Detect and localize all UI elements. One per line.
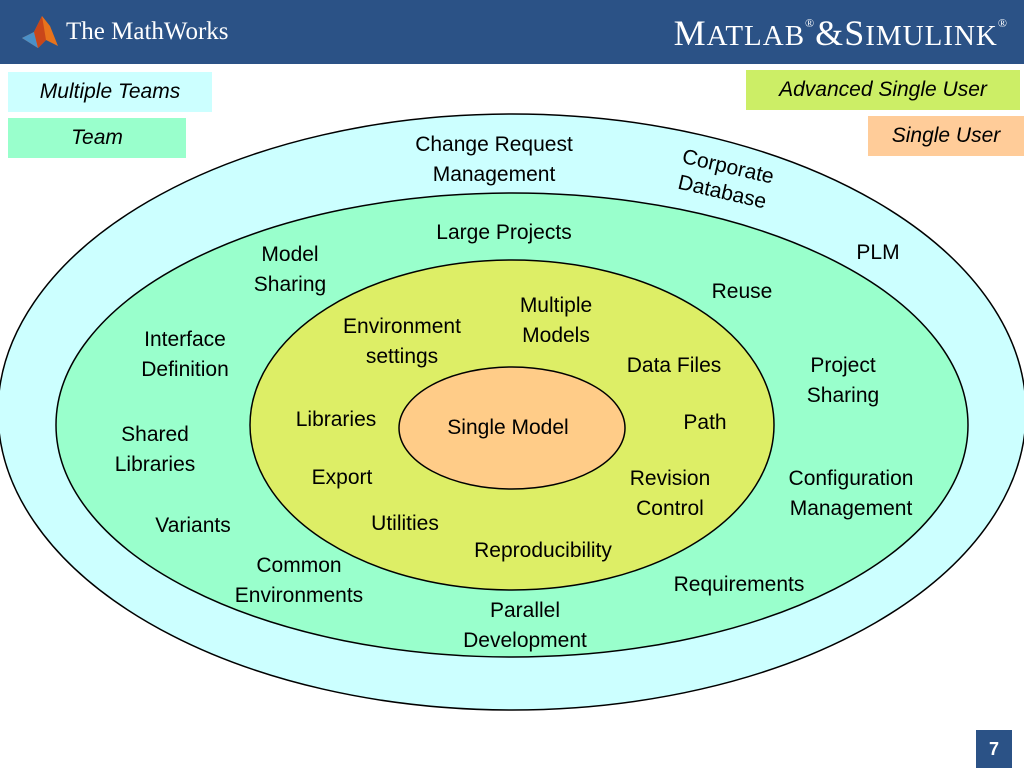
label-line: Definition: [141, 358, 229, 381]
legend-team: Team: [8, 118, 186, 158]
label-line: Change Request: [415, 133, 573, 156]
label-line: settings: [365, 345, 439, 368]
mathworks-logo: The MathWorks: [20, 10, 229, 54]
label-path: Path: [668, 408, 742, 438]
label-line: Environment: [343, 315, 461, 338]
label-line: Sharing: [806, 384, 880, 407]
label-line: Single Model: [447, 416, 569, 439]
registered-mark: ®: [997, 16, 1008, 30]
logo-text: IMULINK: [865, 20, 998, 52]
label-line: Environments: [234, 584, 364, 607]
label-line: Requirements: [673, 573, 805, 596]
label-model-sharing: Model Sharing: [230, 240, 350, 300]
label-line: Shared: [121, 423, 189, 446]
label-change-request-management: Change Request Management: [392, 130, 596, 190]
legend-label: Team: [71, 126, 123, 149]
header-bar: The MathWorks MATLAB®&SIMULINK®: [0, 0, 1024, 64]
label-line: Control: [636, 497, 704, 520]
label-line: Models: [522, 324, 590, 347]
label-parallel-development: Parallel Development: [440, 596, 610, 656]
label-shared-libraries: Shared Libraries: [95, 420, 215, 480]
label-project-sharing: Project Sharing: [778, 351, 908, 411]
label-multiple-models: Multiple Models: [496, 291, 616, 351]
label-line: Project: [810, 354, 876, 377]
legend-multiple-teams: Multiple Teams: [8, 72, 212, 112]
legend-single-user: Single User: [868, 116, 1024, 156]
label-line: Common: [256, 554, 342, 577]
label-line: Reuse: [711, 280, 773, 303]
label-line: Libraries: [295, 408, 377, 431]
label-line: Model: [261, 243, 319, 266]
label-single-model: Single Model: [418, 413, 598, 443]
label-line: Export: [311, 466, 373, 489]
legend-advanced-single-user: Advanced Single User: [746, 70, 1020, 110]
label-large-projects: Large Projects: [404, 218, 604, 248]
membrane-logo-icon: [22, 16, 58, 48]
label-line: Revision: [629, 467, 711, 490]
matlab-simulink-logo: MATLAB®&SIMULINK®: [674, 12, 1008, 54]
label-export: Export: [296, 463, 388, 493]
label-line: Management: [432, 163, 556, 186]
label-reuse: Reuse: [692, 277, 792, 307]
label-line: Parallel: [489, 599, 561, 622]
label-line: Utilities: [371, 512, 439, 535]
legend-label: Advanced Single User: [779, 78, 987, 101]
legend-label: Multiple Teams: [39, 80, 181, 103]
page-number: 7: [976, 730, 1012, 768]
label-line: Variants: [155, 514, 231, 537]
company-name: The MathWorks: [66, 18, 229, 45]
label-revision-control: Revision Control: [610, 464, 730, 524]
label-reproducibility: Reproducibility: [450, 536, 636, 566]
label-line: Libraries: [114, 453, 196, 476]
label-line: Interface: [144, 328, 226, 351]
logo-text: ATLAB: [706, 20, 806, 52]
label-line: Large Projects: [436, 221, 572, 244]
registered-mark: ®: [805, 16, 816, 30]
label-line: Path: [683, 411, 727, 434]
label-line: Sharing: [253, 273, 327, 296]
label-utilities: Utilities: [352, 509, 458, 539]
label-line: Development: [463, 629, 587, 652]
logo-ampersand: &: [815, 13, 845, 53]
page-number-text: 7: [988, 738, 999, 759]
label-interface-definition: Interface Definition: [120, 325, 250, 385]
label-libraries: Libraries: [280, 405, 392, 435]
label-requirements: Requirements: [652, 570, 826, 600]
ring-single-user: [398, 366, 626, 490]
label-line: Configuration: [788, 467, 914, 490]
label-common-environments: Common Environments: [212, 551, 386, 611]
label-line: Management: [789, 497, 913, 520]
logo-letter: S: [844, 13, 866, 53]
label-data-files: Data Files: [610, 351, 738, 381]
label-line: Data Files: [626, 354, 722, 377]
logo-letter: M: [673, 13, 707, 53]
label-variants: Variants: [138, 511, 248, 541]
label-line: Multiple: [519, 294, 593, 317]
label-line: Reproducibility: [474, 539, 612, 562]
label-configuration-management: Configuration Management: [768, 464, 934, 524]
label-line: PLM: [856, 241, 900, 264]
label-environment-settings: Environment settings: [322, 312, 482, 372]
label-plm: PLM: [840, 238, 916, 268]
legend-label: Single User: [891, 124, 1001, 147]
